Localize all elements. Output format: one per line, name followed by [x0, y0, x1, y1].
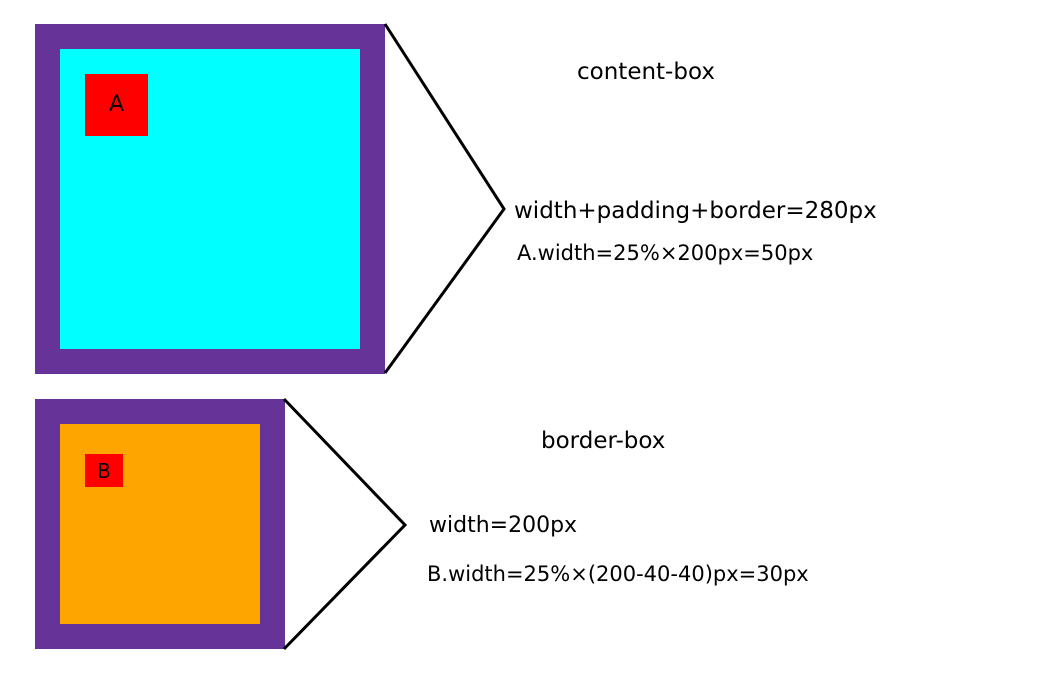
border-box-diagram: B — [35, 399, 285, 649]
content-box-title: content-box — [577, 59, 715, 85]
border-box-b-width: B.width=25%×(200-40-40)px=30px — [427, 562, 809, 586]
content-box-diagram: A — [35, 24, 385, 374]
inner-box-b-label: B — [97, 458, 111, 483]
inner-box-a: A — [85, 74, 148, 136]
border-box-title: border-box — [541, 428, 666, 454]
bracket-line-b — [282, 397, 408, 651]
border-box-formula: width=200px — [429, 513, 578, 538]
content-box-a-width: A.width=25%×200px=50px — [517, 241, 814, 265]
bracket-line-a — [383, 23, 506, 374]
content-box-formula: width+padding+border=280px — [514, 198, 877, 224]
inner-box-b: B — [85, 454, 123, 487]
inner-box-a-label: A — [108, 92, 125, 117]
